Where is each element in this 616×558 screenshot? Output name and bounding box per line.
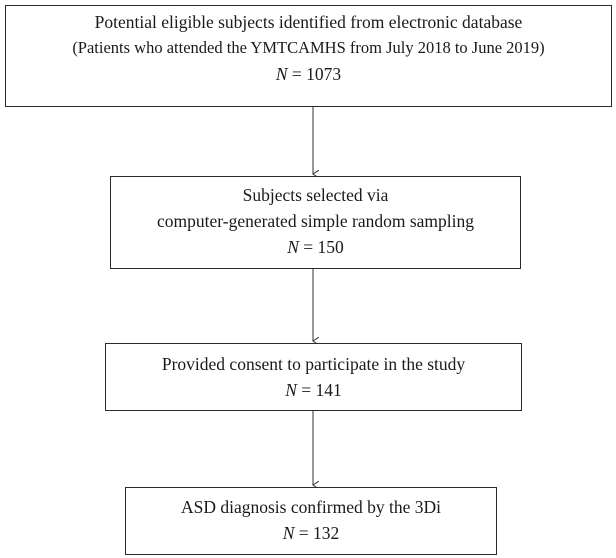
box-3-line-1: Provided consent to participate in the s…	[161, 354, 466, 374]
box-2-line-1: Subjects selected via	[242, 185, 389, 205]
flow-box-identified: Potential eligible subjects identified f…	[5, 5, 612, 107]
box-2-n-value: = 150	[303, 237, 344, 257]
box-4-count: N = 132	[126, 520, 496, 546]
box-1-n-value: = 1073	[291, 64, 342, 84]
box-3-count: N = 141	[106, 377, 521, 403]
flow-box-confirmed: ASD diagnosis confirmed by the 3Di N = 1…	[125, 487, 497, 555]
box-1-line-1: Potential eligible subjects identified f…	[94, 12, 523, 32]
box-1-count: N = 1073	[6, 61, 611, 87]
box-1-n-label: N	[275, 64, 288, 84]
box-2-count: N = 150	[111, 234, 520, 260]
box-4-n-value: = 132	[298, 523, 340, 543]
box-3-n-label: N	[285, 380, 297, 400]
box-4-line-1: ASD diagnosis confirmed by the 3Di	[180, 497, 442, 517]
box-1-line-2: (Patients who attended the YMTCAMHS from…	[72, 38, 545, 57]
box-2-n-label: N	[287, 237, 299, 257]
box-3-n-value: = 141	[301, 380, 342, 400]
box-4-n-label: N	[282, 523, 295, 543]
box-2-line-2: computer-generated simple random samplin…	[157, 211, 474, 231]
flow-box-selected: Subjects selected via computer-generated…	[110, 176, 521, 269]
flow-box-consented: Provided consent to participate in the s…	[105, 343, 522, 411]
